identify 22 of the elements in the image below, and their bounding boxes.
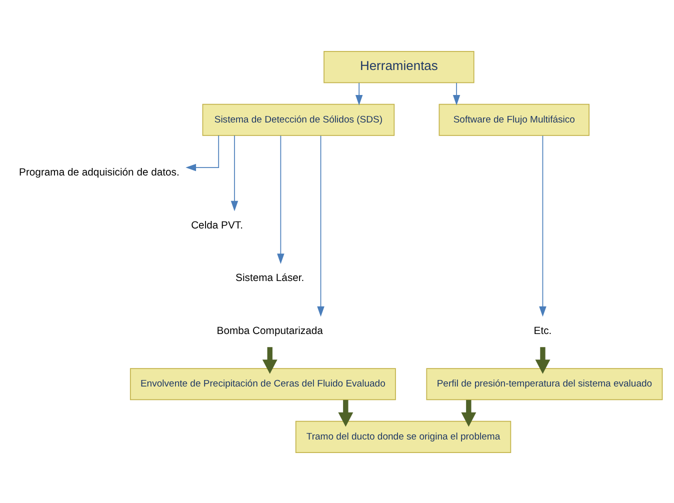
arrow (539, 134, 546, 316)
arrow (317, 134, 324, 316)
node-text: Bomba Computarizada (216, 325, 323, 336)
arrow (262, 346, 278, 374)
arrow (277, 134, 284, 264)
node-box: Envolvente de Precipitación de Ceras del Fluido Evaluado (130, 368, 396, 400)
arrow (186, 134, 220, 171)
arrow (355, 82, 363, 105)
node-box: Herramientas (324, 50, 474, 83)
arrow (461, 399, 476, 426)
arrow (452, 82, 460, 105)
node-box: Tramo del ducto donde se origina el problema (295, 420, 512, 452)
node-box: Software de Flujo Multifásico (438, 103, 590, 136)
arrow (338, 399, 354, 426)
node-text: Celda PVT. (191, 220, 243, 231)
arrow (535, 346, 550, 374)
arrow (230, 134, 238, 211)
node-text: Etc. (534, 325, 552, 336)
node-box: Perfil de presión-temperatura del sistema evaluado (426, 368, 663, 400)
node-text: Programa de adquisición de datos. (19, 166, 180, 178)
node-box: Sistema de Detección de Sólidos (SDS) (202, 103, 395, 136)
node-text: Sistema Láser. (236, 272, 304, 284)
